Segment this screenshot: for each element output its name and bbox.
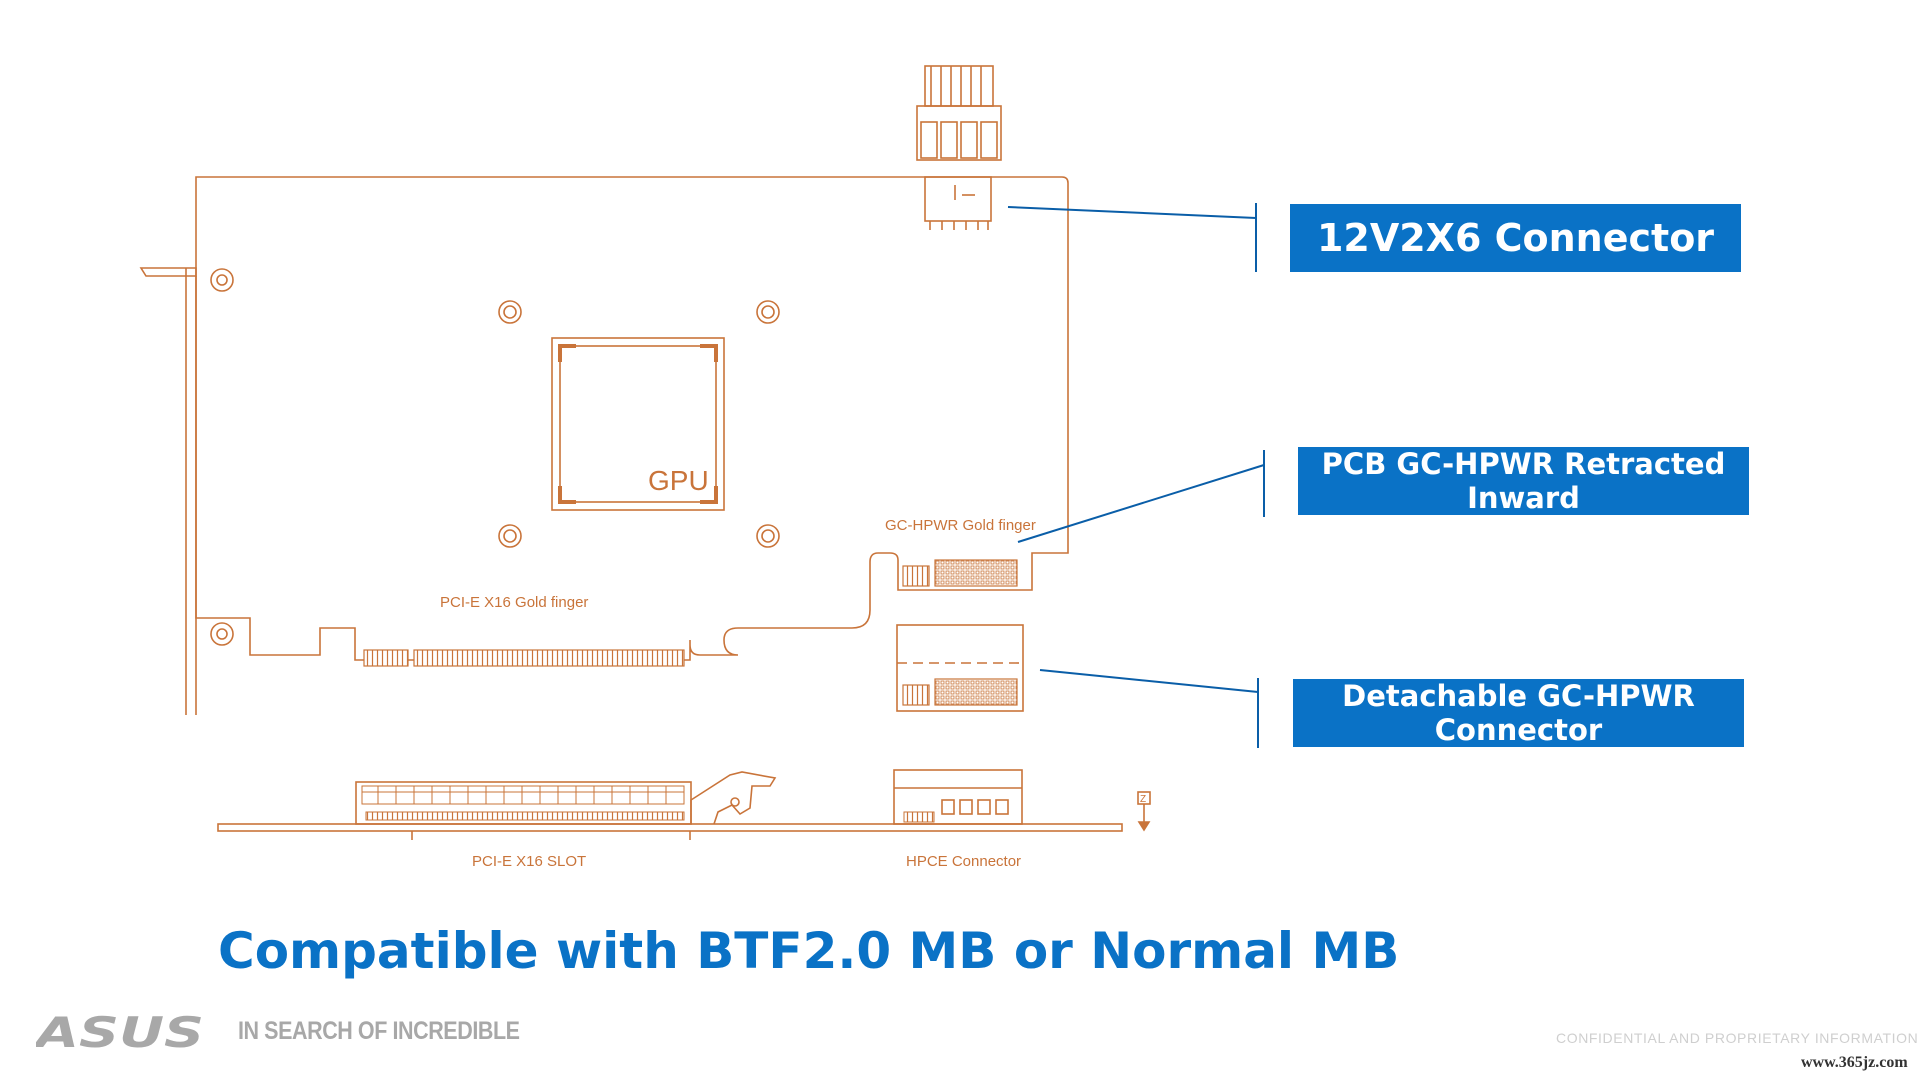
gpu-label: GPU	[648, 465, 709, 496]
pcie-x16-gold-finger	[363, 649, 685, 667]
pcie-x16-slot	[355, 771, 777, 840]
motherboard	[217, 769, 1151, 840]
svg-text:ASUS: ASUS	[36, 1012, 204, 1052]
watermark: www.365jz.com	[1801, 1054, 1908, 1071]
mounting-hole	[498, 300, 522, 324]
graphics-card	[139, 65, 1069, 715]
gpu-die	[551, 337, 725, 511]
asus-logo: ASUS	[36, 1012, 204, 1052]
callout-pcb-gc-hpwr-retracted: PCB GC-HPWR Retracted Inward	[1298, 447, 1749, 515]
pcb-outline	[195, 176, 1069, 661]
slot-retention-latch	[690, 771, 777, 825]
detachable-gc-hpwr-connector	[896, 624, 1024, 712]
pcie-x16-slot-label: PCI-E X16 SLOT	[472, 853, 586, 870]
mounting-hole	[498, 524, 522, 548]
bracket-screw-bottom	[210, 622, 234, 646]
mounting-hole	[756, 300, 780, 324]
z-marker-label: Z	[1140, 794, 1146, 805]
leader-line-pcb-gc-hpwr	[1017, 464, 1265, 543]
z-height-marker	[1137, 791, 1151, 832]
confidentiality-notice: CONFIDENTIAL AND PROPRIETARY INFORMATION	[1556, 1030, 1919, 1046]
callout-12v2x6-connector: 12V2X6 Connector	[1290, 204, 1741, 272]
hpce-connector	[893, 769, 1023, 825]
mounting-bracket	[139, 267, 197, 715]
tagline: IN SEARCH OF INCREDIBLE	[238, 1017, 520, 1045]
board-12v2x6-connector	[924, 176, 992, 230]
gc-hpwr-gold-finger	[902, 559, 1018, 587]
gc-hpwr-gold-finger-label: GC-HPWR Gold finger	[885, 517, 1036, 534]
pcie-x16-gold-finger-label: PCI-E X16 Gold finger	[440, 594, 588, 611]
hpce-connector-label: HPCE Connector	[906, 853, 1021, 870]
leader-lines	[1007, 203, 1265, 748]
bracket-screw-top	[210, 268, 234, 292]
leader-line-detachable	[1039, 669, 1259, 693]
headline: Compatible with BTF2.0 MB or Normal MB	[218, 922, 1400, 980]
leader-line-12v2x6	[1007, 206, 1257, 219]
callout-detachable-gc-hpwr: Detachable GC-HPWR Connector	[1293, 679, 1744, 747]
cable-12v2x6-plug	[916, 65, 1002, 161]
mounting-hole	[756, 524, 780, 548]
